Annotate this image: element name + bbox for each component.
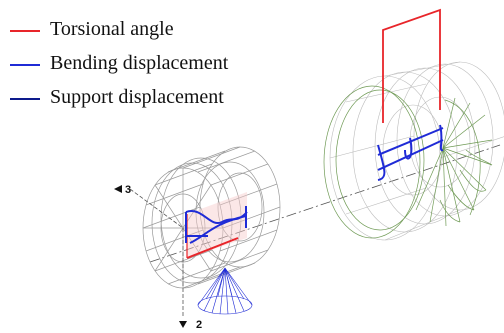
axis-3-line	[129, 188, 184, 229]
left-bending-curve	[185, 206, 248, 244]
axis-3-label: 3	[125, 184, 131, 196]
legend-label: Bending displacement	[50, 52, 229, 74]
axis-3-arrowhead	[114, 185, 122, 193]
right-torsional-line	[382, 8, 441, 123]
right-disk-green-wireframe	[323, 85, 493, 239]
right-disk-outer-wireframe	[329, 61, 504, 241]
legend-label: Support displacement	[50, 86, 224, 108]
left-torsional-line	[186, 237, 239, 259]
right-bending-curve	[377, 124, 444, 181]
support-cone	[197, 267, 253, 315]
legend-swatch-red	[10, 30, 40, 32]
axis-2-label: 2	[196, 319, 202, 331]
axis-2-arrowhead	[179, 321, 187, 328]
legend-swatch-blue	[10, 64, 40, 66]
legend-label: Torsional angle	[50, 18, 174, 40]
legend-swatch-dark-blue	[10, 98, 40, 100]
left-disk-highlight	[187, 192, 247, 258]
